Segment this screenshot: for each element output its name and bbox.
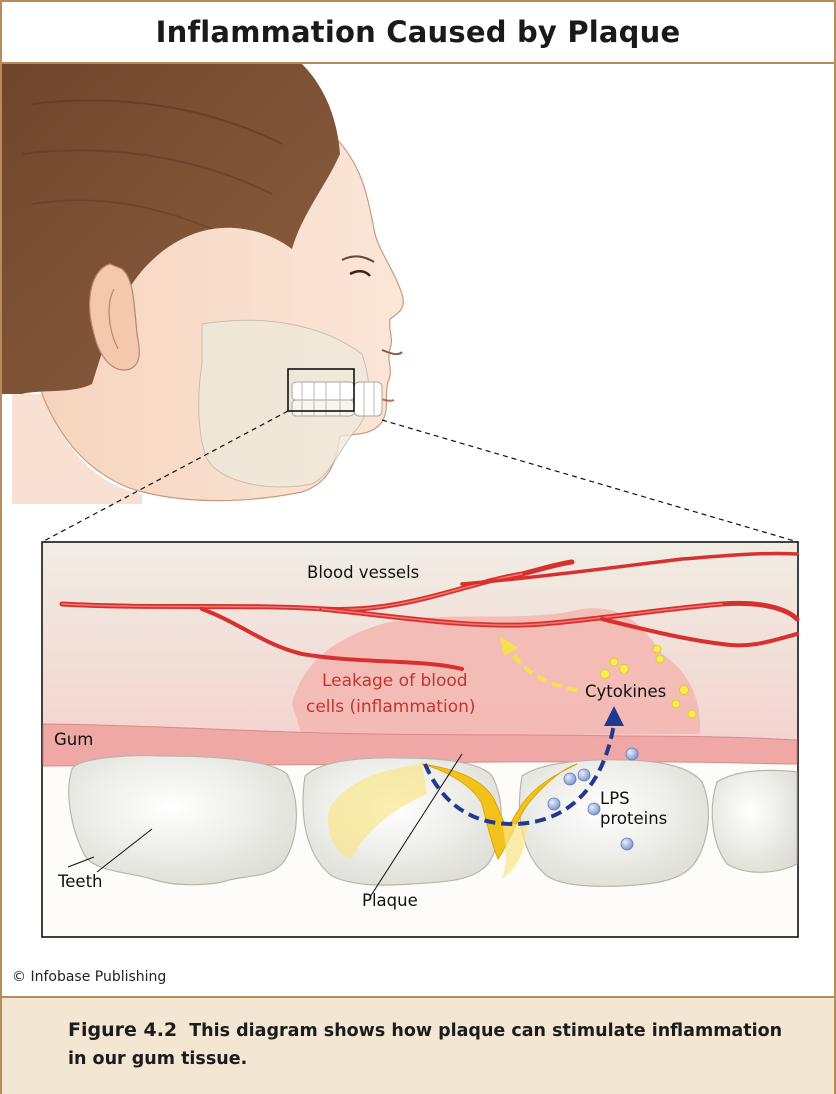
label-leakage-line2: cells (inflammation): [306, 697, 476, 717]
figure-title: Inflammation Caused by Plaque: [156, 15, 681, 49]
inset-teeth: [69, 756, 797, 887]
figure-caption: Figure 4.2 This diagram shows how plaque…: [68, 1016, 788, 1073]
illustration: Blood vessels Leakage of blood cells (in…: [2, 64, 834, 994]
label-plaque: Plaque: [362, 891, 418, 910]
label-lps-line2: proteins: [600, 809, 667, 828]
illustration-svg: Blood vessels Leakage of blood cells (in…: [2, 64, 834, 994]
zoom-line-right: [382, 420, 798, 542]
label-cytokines: Cytokines: [585, 682, 666, 701]
label-gum: Gum: [54, 730, 93, 749]
gum-inset: Blood vessels Leakage of blood cells (in…: [42, 542, 798, 937]
label-teeth: Teeth: [57, 872, 103, 891]
label-blood-vessels: Blood vessels: [307, 563, 419, 582]
figure-number: Figure 4.2: [68, 1019, 177, 1041]
label-leakage-line1: Leakage of blood: [322, 671, 468, 691]
title-bar: Inflammation Caused by Plaque: [2, 2, 834, 64]
publisher-credit: © Infobase Publishing: [12, 969, 166, 985]
label-lps-line1: LPS: [600, 789, 630, 808]
head-illustration: [2, 64, 403, 504]
